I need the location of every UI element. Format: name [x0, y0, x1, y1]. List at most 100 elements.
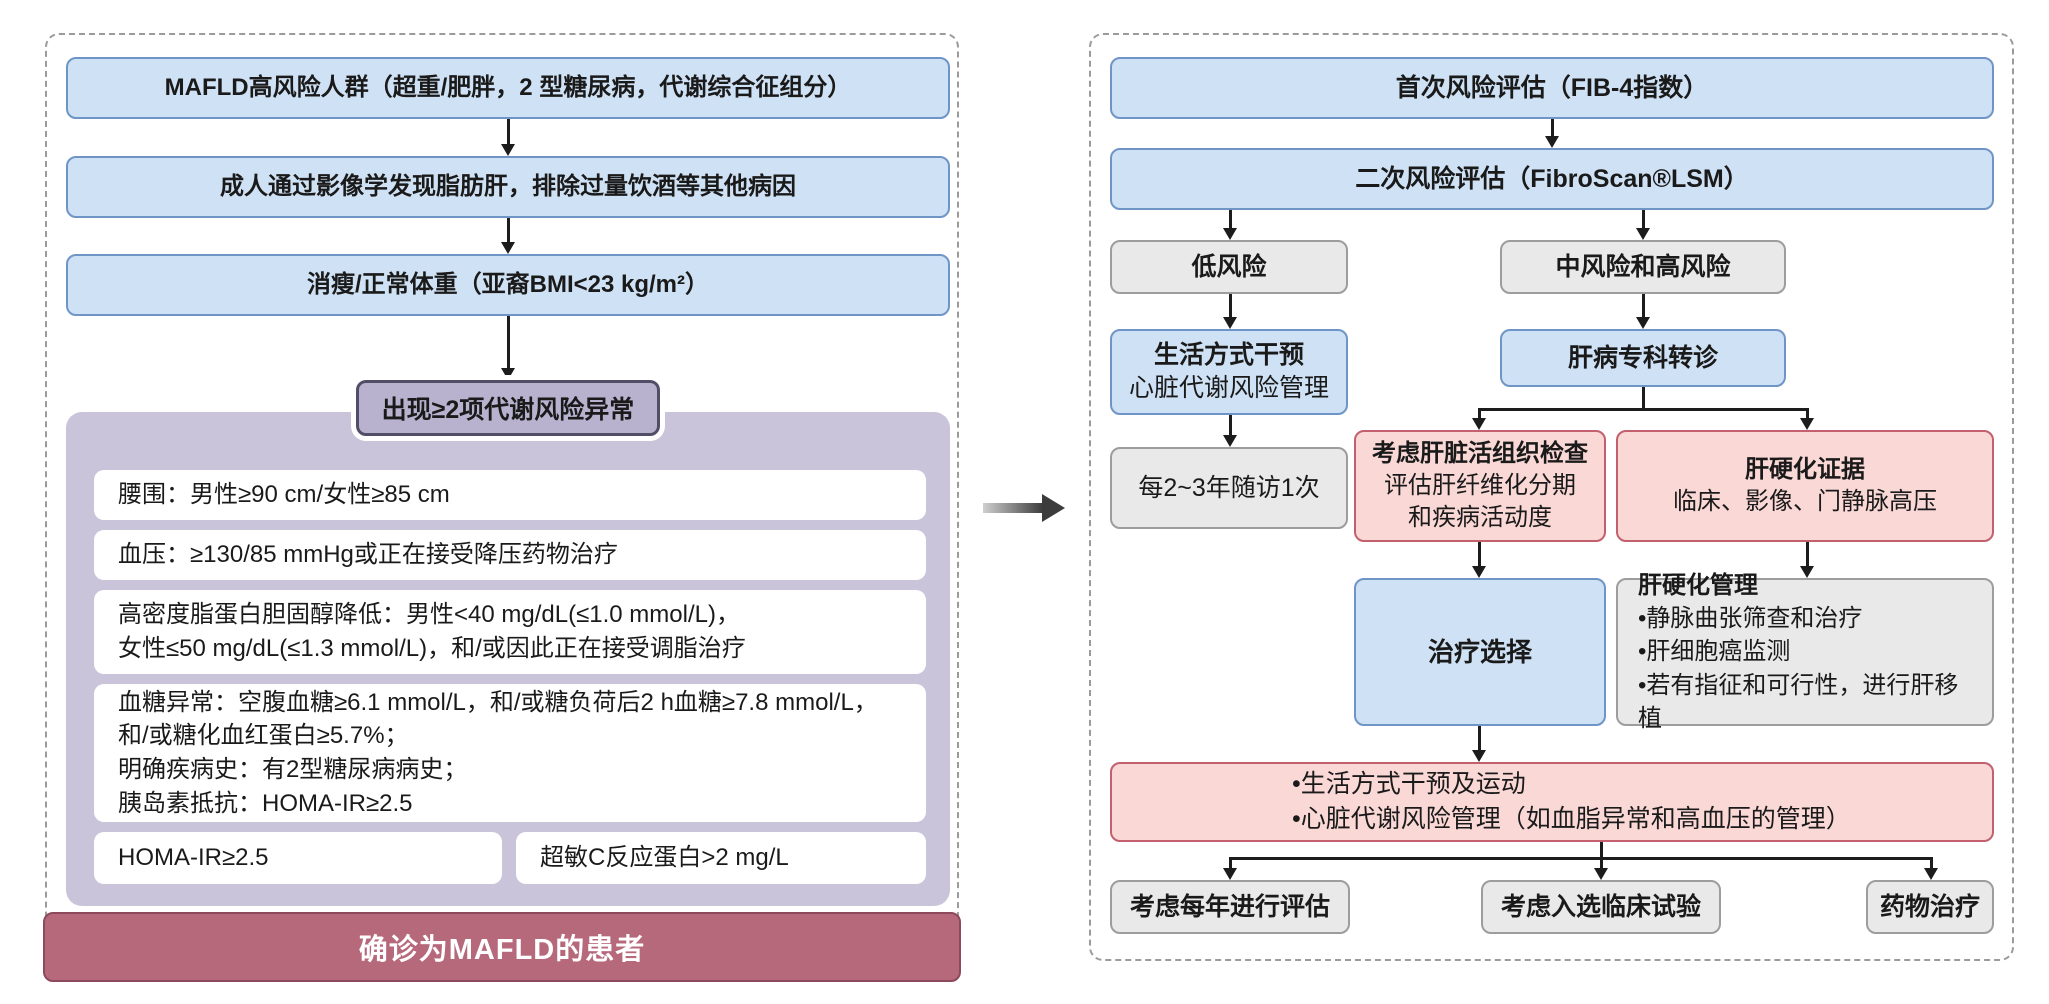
diagnosis-label: 确诊为MAFLD的患者 — [358, 934, 646, 966]
arrow-down-icon — [1545, 136, 1559, 148]
arrow-down-icon — [1472, 566, 1486, 578]
connector-to-referral — [1642, 294, 1645, 318]
management-box: •生活方式干预及运动 •心脏代谢风险管理（如血脂异常和高血压的管理） — [1110, 762, 1994, 842]
annual-eval-label: 考虑每年进行评估 — [1129, 892, 1330, 921]
assessment-label: 二次风险评估（FibroScan®LSM） — [1355, 164, 1749, 193]
arrow-down-icon — [1223, 317, 1237, 329]
criterion-text: 和/或糖化血红蛋白≥5.7%； — [118, 722, 409, 750]
connector-to-lifestyle — [1229, 294, 1232, 318]
step-label: 成人通过影像学发现脂肪肝，排除过量饮酒等其他病因 — [220, 173, 796, 201]
bottom-branch-stem — [1600, 842, 1603, 859]
step-lean-normal-weight: 消瘦/正常体重（亚裔BMI<23 kg/m²） — [66, 254, 950, 316]
cirrhosis-mgmt-title: 肝硬化管理 — [1638, 572, 1758, 600]
right-panel-border — [1089, 33, 2014, 961]
arrow-down-icon — [501, 368, 515, 380]
cirrhosis-mgmt-item: •若有指征和可行性，进行肝移植 — [1638, 671, 1959, 732]
criterion-homa-ir: HOMA-IR≥2.5 — [94, 832, 502, 884]
panel-transition-arrow-shaft — [983, 503, 1043, 513]
risk-label: 低风险 — [1191, 252, 1267, 281]
drug-therapy-label: 药物治疗 — [1879, 892, 1980, 921]
arrow-right-icon — [1042, 494, 1065, 522]
cirrhosis-evidence-box: 肝硬化证据 临床、影像、门静脉高压 — [1616, 430, 1994, 542]
metabolic-risk-badge: 出现≥2项代谢风险异常 — [356, 380, 660, 436]
lifestyle-title: 生活方式干预 — [1153, 341, 1304, 369]
cirrhosis-evidence-line: 临床、影像、门静脉高压 — [1673, 488, 1937, 515]
criterion-text: 胰岛素抵抗：HOMA-IR≥2.5 — [118, 789, 413, 817]
drug-therapy-box: 药物治疗 — [1866, 880, 1994, 934]
cirrhosis-mgmt-item: •肝细胞癌监测 — [1638, 638, 1791, 666]
clinical-trial-label: 考虑入选临床试验 — [1500, 892, 1701, 921]
criterion-text: 超敏C反应蛋白>2 mg/L — [540, 844, 789, 872]
arrow-down-icon — [1472, 750, 1486, 762]
cirrhosis-management-box: 肝硬化管理 •静脉曲张筛查和治疗 •肝细胞癌监测 •若有指征和可行性，进行肝移植 — [1616, 572, 1994, 732]
connector-to-treatment — [1478, 542, 1481, 567]
arrow-down-icon — [1223, 435, 1237, 447]
referral-label: 肝病专科转诊 — [1567, 343, 1718, 372]
arrow-down-icon — [1636, 317, 1650, 329]
treatment-choice-box: 治疗选择 — [1354, 578, 1606, 726]
biopsy-line: 评估肝纤维化分期 — [1384, 472, 1576, 500]
management-line: •心脏代谢风险管理（如血脂异常和高血压的管理） — [1292, 805, 1851, 833]
clinical-trial-box: 考虑入选临床试验 — [1481, 880, 1721, 934]
arrow-down-icon — [1800, 418, 1814, 430]
connector-to-followup — [1229, 415, 1232, 436]
branch-arm-right — [1806, 408, 1809, 419]
criterion-text: 血压：≥130/85 mmHg或正在接受降压药物治疗 — [118, 541, 618, 569]
liver-biopsy-box: 考虑肝脏活组织检查 评估肝纤维化分期 和疾病活动度 — [1354, 430, 1606, 542]
criterion-text: 高密度脂蛋白胆固醇降低：男性<40 mg/dL(≤1.0 mmol/L)， — [118, 601, 740, 629]
lifestyle-subtitle: 心脏代谢风险管理 — [1128, 374, 1329, 402]
bottom-arm-left — [1229, 857, 1232, 868]
criterion-glucose: 血糖异常：空腹血糖≥6.1 mmol/L，和/或糖负荷后2 h血糖≥7.8 mm… — [94, 684, 926, 822]
first-risk-assessment: 首次风险评估（FIB-4指数） — [1110, 57, 1994, 119]
step-label: MAFLD高风险人群（超重/肥胖，2 型糖尿病，代谢综合征组分） — [164, 74, 852, 102]
criterion-text: HOMA-IR≥2.5 — [118, 844, 269, 872]
arrow-down-icon — [501, 144, 515, 156]
arrow-down-icon — [1223, 868, 1237, 880]
lifestyle-intervention-box: 生活方式干预 心脏代谢风险管理 — [1110, 329, 1348, 415]
criterion-text: 明确疾病史：有2型糖尿病病史； — [118, 756, 468, 783]
criterion-hdl: 高密度脂蛋白胆固醇降低：男性<40 mg/dL(≤1.0 mmol/L)， 女性… — [94, 590, 926, 674]
cirrhosis-mgmt-item: •静脉曲张筛查和治疗 — [1638, 605, 1863, 633]
arrow-down-icon — [1924, 868, 1938, 880]
bottom-arm-right — [1930, 857, 1933, 868]
branch-arm-left — [1478, 408, 1481, 419]
arrow-down-icon — [501, 242, 515, 254]
bottom-branch-crossbar — [1229, 857, 1932, 860]
cirrhosis-evidence-title: 肝硬化证据 — [1745, 456, 1865, 484]
criterion-text: 腰围：男性≥90 cm/女性≥85 cm — [118, 481, 450, 509]
connector-to-management — [1478, 726, 1481, 751]
hepatology-referral-box: 肝病专科转诊 — [1500, 329, 1786, 387]
followup-label: 每2~3年随访1次 — [1138, 473, 1320, 502]
criterion-text: 血糖异常：空腹血糖≥6.1 mmol/L，和/或糖负荷后2 h血糖≥7.8 mm… — [118, 688, 878, 716]
step-high-risk-population: MAFLD高风险人群（超重/肥胖，2 型糖尿病，代谢综合征组分） — [66, 57, 950, 119]
branch-stem — [1642, 387, 1645, 410]
biopsy-line: 和疾病活动度 — [1408, 503, 1552, 531]
step-label: 消瘦/正常体重（亚裔BMI<23 kg/m²） — [306, 271, 710, 299]
connector-mid-high-risk — [1642, 210, 1645, 229]
mid-high-risk-box: 中风险和高风险 — [1500, 240, 1786, 294]
connector-right-1 — [1551, 119, 1554, 137]
bottom-arm-mid — [1600, 857, 1603, 868]
arrow-down-icon — [1472, 418, 1486, 430]
criterion-waist: 腰围：男性≥90 cm/女性≥85 cm — [94, 470, 926, 520]
risk-label: 中风险和高风险 — [1555, 252, 1731, 281]
annual-eval-box: 考虑每年进行评估 — [1110, 880, 1350, 934]
connector-low-risk — [1229, 210, 1232, 229]
management-line: •生活方式干预及运动 — [1292, 769, 1526, 798]
assessment-label: 首次风险评估（FIB-4指数） — [1395, 73, 1709, 102]
arrow-down-icon — [1800, 566, 1814, 578]
criterion-blood-pressure: 血压：≥130/85 mmHg或正在接受降压药物治疗 — [94, 530, 926, 580]
connector-left-3 — [507, 316, 510, 369]
criterion-crp: 超敏C反应蛋白>2 mg/L — [516, 832, 926, 884]
biopsy-title: 考虑肝脏活组织检查 — [1372, 440, 1588, 468]
diagnosis-banner: 确诊为MAFLD的患者 — [43, 912, 961, 982]
branch-crossbar — [1478, 408, 1809, 411]
arrow-down-icon — [1636, 228, 1650, 240]
badge-label: 出现≥2项代谢风险异常 — [381, 396, 635, 424]
second-risk-assessment: 二次风险评估（FibroScan®LSM） — [1110, 148, 1994, 210]
arrow-down-icon — [1223, 228, 1237, 240]
connector-left-2 — [507, 218, 510, 243]
connector-to-cirrhosis-mgmt — [1806, 542, 1809, 567]
arrow-down-icon — [1594, 868, 1608, 880]
